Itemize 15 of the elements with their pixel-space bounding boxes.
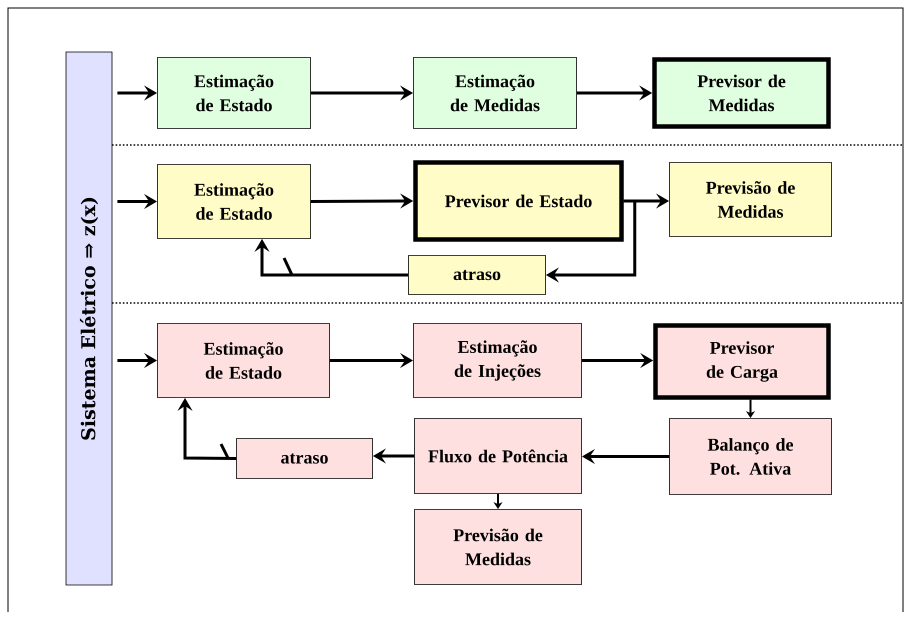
- process-box: Previsor de Carga: [653, 323, 831, 400]
- process-box: Previsor de Medidas: [652, 57, 831, 129]
- process-box: Previsor de Estado: [413, 160, 624, 242]
- process-box: Previsão de Medidas: [414, 509, 582, 585]
- process-box: Estimação de Injeções: [413, 323, 582, 398]
- process-box: Balanço de Pot. Ativa: [669, 418, 832, 495]
- process-box: Previsão de Medidas: [669, 162, 832, 237]
- system-bar: Sistema Elétrico ⇒ z(x): [66, 52, 112, 586]
- process-box: Fluxo de Potência: [414, 418, 582, 494]
- process-box: Estimação de Estado: [157, 323, 330, 398]
- process-box: Estimação de Estado: [157, 164, 311, 239]
- process-box: Estimação de Estado: [157, 57, 311, 129]
- process-box: Estimação de Medidas: [413, 57, 577, 129]
- delay-box: atraso: [236, 438, 373, 479]
- delay-box: atraso: [408, 255, 546, 295]
